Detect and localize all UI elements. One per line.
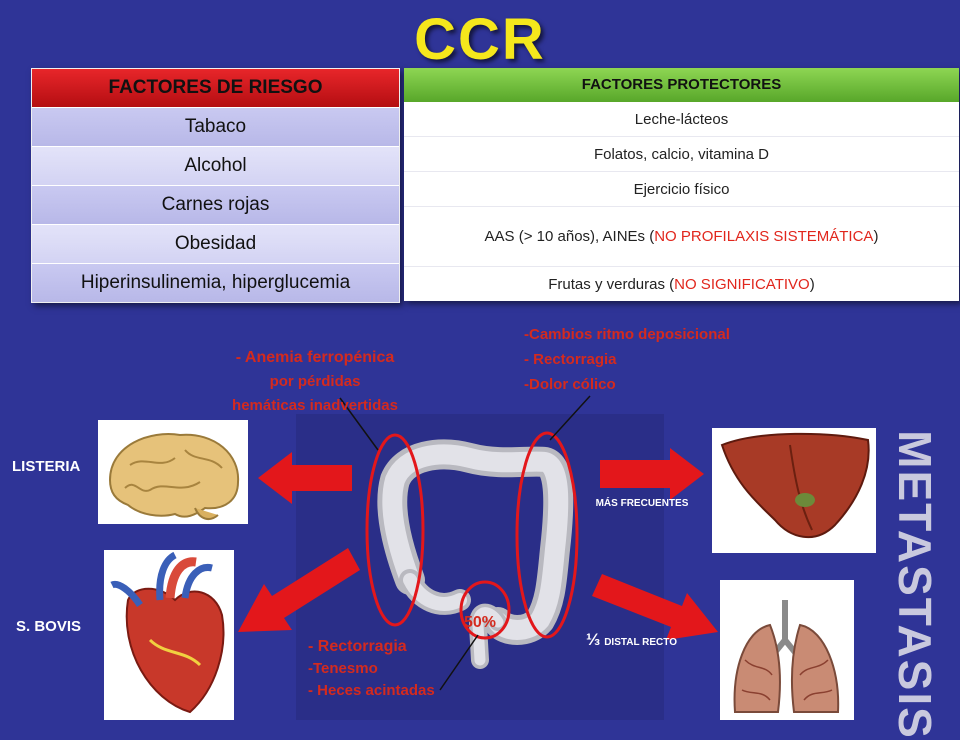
symptom-line: - Rectorragia: [308, 638, 407, 655]
protective-factor-row: Leche-lácteos: [404, 102, 959, 137]
protective-factor-text: Ejercicio físico: [633, 180, 730, 198]
metastasis-label: METASTASIS: [889, 430, 942, 740]
risk-factor-row: Carnes rojas: [32, 186, 399, 225]
protective-factor-row: Ejercicio físico: [404, 172, 959, 207]
anatomy-diagram: [98, 395, 876, 720]
symptom-line: -Tenesmo: [308, 660, 378, 677]
protective-factor-text: Frutas y verduras (: [548, 275, 675, 293]
distal-rectum-label: ⅓ DISTAL RECTO: [586, 630, 677, 650]
protective-factor-row: AAS (> 10 años), AINEs (NO PROFILAXIS SI…: [404, 207, 959, 267]
symptom-line: por pérdidas: [269, 373, 361, 390]
protective-factors-header: FACTORES PROTECTORES: [404, 68, 959, 102]
left-colon-highlight: [515, 431, 579, 639]
arrow-to-liver: [600, 448, 704, 500]
risk-factors-table: FACTORES DE RIESGO Tabaco Alcohol Carnes…: [31, 68, 400, 303]
listeria-label: LISTERIA: [12, 458, 81, 475]
protective-factor-row: Folatos, calcio, vitamina D: [404, 137, 959, 172]
rectum-percent: 50%: [464, 614, 497, 631]
symptom-line: hemáticas inadvertidas: [232, 397, 398, 414]
brain-icon: [108, 433, 240, 521]
third-fraction: ⅓: [586, 630, 601, 649]
left-colon-symptoms: -Cambios ritmo deposicional - Rectorragi…: [524, 322, 784, 397]
most-frequent-label: MÁS FRECUENTES: [595, 498, 689, 509]
distal-rectum-text: DISTAL RECTO: [604, 637, 677, 648]
symptom-line: - Anemia ferropénica: [235, 349, 395, 366]
rectum-highlight: [459, 580, 511, 640]
symptom-line: -Dolor cólico: [524, 376, 616, 393]
metastasis-label-container: METASTASIS: [850, 430, 960, 740]
symptom-line: - Rectorragia: [524, 351, 617, 368]
protective-factor-text: Folatos, calcio, vitamina D: [593, 145, 770, 163]
rectum-symptoms: - Rectorragia -Tenesmo - Heces acintadas: [308, 636, 508, 702]
right-colon-highlight: [365, 433, 425, 627]
s-bovis-label: S. BOVIS: [16, 618, 82, 635]
protective-factor-suffix: ): [809, 275, 815, 293]
protective-factor-text: Leche-lácteos: [634, 110, 729, 128]
risk-factor-row: Obesidad: [32, 225, 399, 264]
colon-illustration: [377, 439, 574, 669]
arrow-to-heart: [238, 548, 360, 632]
heart-icon: [110, 551, 225, 714]
lungs-icon: [733, 600, 840, 713]
protective-factor-note: NO PROFILAXIS SISTEMÁTICA: [654, 227, 874, 245]
metastasis-arrows: [238, 448, 718, 640]
page-title: CCR: [414, 7, 546, 72]
arrow-to-lung: [592, 574, 718, 640]
symptom-line: - Heces acintadas: [308, 682, 435, 699]
protective-factor-row: Frutas y verduras (NO SIGNIFICATIVO): [404, 267, 959, 301]
risk-factor-row: Hiperinsulinemia, hiperglucemia: [32, 264, 399, 302]
risk-factor-row: Alcohol: [32, 147, 399, 186]
risk-factor-row: Tabaco: [32, 108, 399, 147]
symptom-line: -Cambios ritmo deposicional: [524, 326, 730, 343]
protective-factors-table: FACTORES PROTECTORES Leche-lácteos Folat…: [404, 68, 959, 301]
arrow-to-brain: [258, 452, 352, 504]
liver-icon: [720, 432, 870, 539]
protective-factor-suffix: ): [873, 227, 879, 245]
protective-factor-text: AAS (> 10 años), AINEs (: [484, 227, 655, 245]
risk-factors-header: FACTORES DE RIESGO: [32, 69, 399, 108]
protective-factor-note: NO SIGNIFICATIVO: [674, 275, 810, 293]
right-colon-symptoms: - Anemia ferropénica por pérdidas hemáti…: [210, 346, 420, 418]
